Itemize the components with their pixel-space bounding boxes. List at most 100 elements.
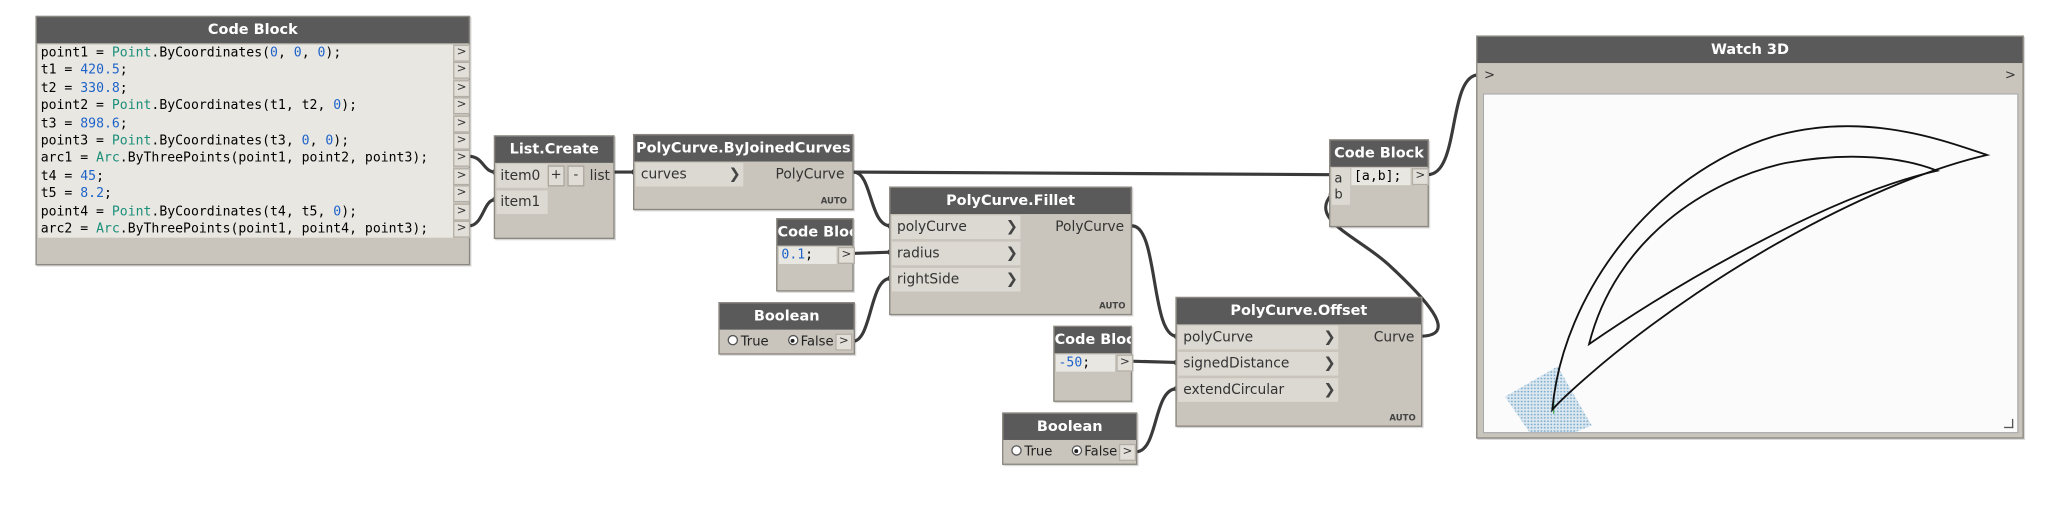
code-token: Arc <box>96 151 120 166</box>
true-radio[interactable]: True <box>1011 445 1052 460</box>
output-port[interactable]: > <box>453 79 471 97</box>
chevron-right-icon: ❯ <box>1005 270 1018 288</box>
code-token: 8.2 <box>80 186 104 202</box>
code-token: .ByCoordinates( <box>151 45 271 61</box>
output-port[interactable]: > <box>453 167 471 185</box>
false-radio[interactable]: False <box>1071 445 1117 460</box>
wire-bool2-offset <box>1135 387 1178 454</box>
remove-item-button[interactable]: - <box>567 165 585 187</box>
add-item-button[interactable]: + <box>547 165 565 187</box>
code-block-node-list[interactable]: Code Block a b [a,b]; > <box>1329 139 1429 228</box>
node-title[interactable]: Boolean <box>719 303 854 330</box>
input-port-rightside[interactable]: rightSide ❯ <box>891 267 1021 292</box>
code-token: t4 = <box>40 169 81 184</box>
output-port-curve[interactable]: Curve <box>1373 329 1415 346</box>
output-port[interactable]: > <box>835 333 853 351</box>
false-label: False <box>800 334 834 350</box>
node-title[interactable]: PolyCurve.Fillet <box>890 187 1131 215</box>
input-port-signeddistance[interactable]: signedDistance ❯ <box>1178 351 1339 376</box>
chevron-right-icon: ❯ <box>1323 354 1336 372</box>
output-port[interactable]: > <box>453 97 471 115</box>
node-title[interactable]: Boolean <box>1003 413 1137 440</box>
code-line: t1 = 420.5; <box>38 62 453 80</box>
code-editor[interactable]: -50; <box>1055 354 1115 372</box>
output-port[interactable]: > <box>453 220 471 238</box>
lacing-label: AUTO <box>1099 300 1126 312</box>
watch3d-node[interactable]: Watch 3D > > <box>1476 35 2024 447</box>
code-block-node-radius[interactable]: Code Block 0.1; > <box>776 218 855 292</box>
output-port[interactable]: > <box>453 62 471 80</box>
boolean-node-2[interactable]: Boolean True False > <box>1002 412 1138 465</box>
node-title[interactable]: PolyCurve.Offset <box>1176 298 1421 325</box>
input-port-polycurve[interactable]: polyCurve ❯ <box>1178 325 1339 350</box>
boolean-node-1[interactable]: Boolean True False > <box>718 302 855 355</box>
code-editor[interactable]: [a,b]; <box>1351 168 1411 186</box>
chevron-right-icon: ❯ <box>1005 218 1018 236</box>
wire-fillet-offset <box>1131 224 1178 338</box>
polycurve-byjoinedcurves-node[interactable]: PolyCurve.ByJoinedCurves curves ❯ PolyCu… <box>633 133 854 211</box>
output-port[interactable]: > <box>837 246 855 264</box>
output-port[interactable]: > <box>453 150 471 168</box>
code-editor[interactable]: 0.1; <box>778 246 837 264</box>
grid-plane <box>1505 366 1592 447</box>
code-token: 898.6 <box>80 116 120 131</box>
node-title[interactable]: Code Block <box>1330 140 1428 167</box>
input-port-extendcircular[interactable]: extendCircular ❯ <box>1178 378 1339 402</box>
polycurve-offset-node[interactable]: PolyCurve.Offset polyCurve ❯ signedDista… <box>1175 296 1423 427</box>
output-port-polycurve[interactable]: PolyCurve <box>1055 219 1125 236</box>
code-token: ; <box>119 81 128 96</box>
code-line: point2 = Point.ByCoordinates(t1, t2, 0); <box>38 97 453 115</box>
code-token: 420.5 <box>80 63 120 78</box>
node-title[interactable]: Watch 3D <box>1477 36 2023 64</box>
node-title[interactable]: PolyCurve.ByJoinedCurves <box>634 135 853 162</box>
output-port[interactable]: > <box>2004 68 2016 83</box>
inner-curve <box>1587 155 1941 347</box>
code-block-node-main[interactable]: Code Block point1 = Point .ByCoordinates(… <box>35 15 471 266</box>
code-token: point2 = <box>40 98 112 114</box>
output-port[interactable]: > <box>453 203 471 221</box>
wire-arc1-item0 <box>468 154 496 174</box>
list-create-node[interactable]: List.Create item0 + - list item1 <box>493 135 615 240</box>
code-block-node-distance[interactable]: Code Block -50; > <box>1053 325 1134 402</box>
resize-grip-icon[interactable] <box>2004 418 2014 429</box>
output-port[interactable]: > <box>1116 354 1134 372</box>
true-radio[interactable]: True <box>727 334 769 349</box>
port-label: polyCurve <box>896 219 967 236</box>
output-port[interactable]: > <box>453 115 471 133</box>
input-port[interactable]: > <box>1484 68 1496 83</box>
code-line: t4 = 45; <box>38 168 453 186</box>
code-token: Point <box>111 133 152 149</box>
code-line: t2 = 330.8; <box>38 80 453 98</box>
node-title[interactable]: Code Block <box>1054 327 1131 354</box>
false-radio[interactable]: False <box>787 334 834 350</box>
input-port-b[interactable]: b <box>1331 186 1351 205</box>
output-port-polycurve[interactable]: PolyCurve <box>775 166 845 183</box>
3d-viewport[interactable] <box>1482 93 2019 447</box>
polycurve-fillet-node[interactable]: PolyCurve.Fillet polyCurve ❯ radius ❯ ri… <box>889 186 1133 316</box>
input-port-polycurve[interactable]: polyCurve ❯ <box>891 215 1021 240</box>
output-port[interactable]: > <box>1411 168 1429 186</box>
output-port-list[interactable]: list <box>589 168 610 184</box>
node-title[interactable]: Code Block <box>777 219 853 246</box>
chevron-right-icon: ❯ <box>1323 380 1336 398</box>
node-title[interactable]: Code Block <box>36 17 469 44</box>
code-token: .ByCoordinates(t1, t2, <box>151 98 334 114</box>
code-token: ; <box>119 116 128 131</box>
output-port[interactable]: > <box>453 185 471 203</box>
code-editor[interactable]: point1 = Point.ByCoordinates(0, 0, 0);t1… <box>38 44 454 238</box>
code-token: , <box>309 133 326 149</box>
chevron-right-icon: ❯ <box>728 165 741 183</box>
input-port-radius[interactable]: radius ❯ <box>891 241 1021 266</box>
input-port-item1[interactable]: item1 <box>496 190 548 215</box>
input-port-curves[interactable]: curves ❯ <box>635 162 744 187</box>
output-port[interactable]: > <box>1118 443 1137 461</box>
input-port-a[interactable]: a <box>1331 168 1351 192</box>
node-title[interactable]: List.Create <box>495 136 614 163</box>
code-token: 0 <box>333 98 342 114</box>
code-token: point1 = <box>40 45 112 61</box>
input-port-item0[interactable]: item0 <box>496 164 548 188</box>
output-port[interactable]: > <box>453 132 471 150</box>
code-token: 0 <box>270 45 278 61</box>
output-port[interactable]: > <box>453 44 471 62</box>
